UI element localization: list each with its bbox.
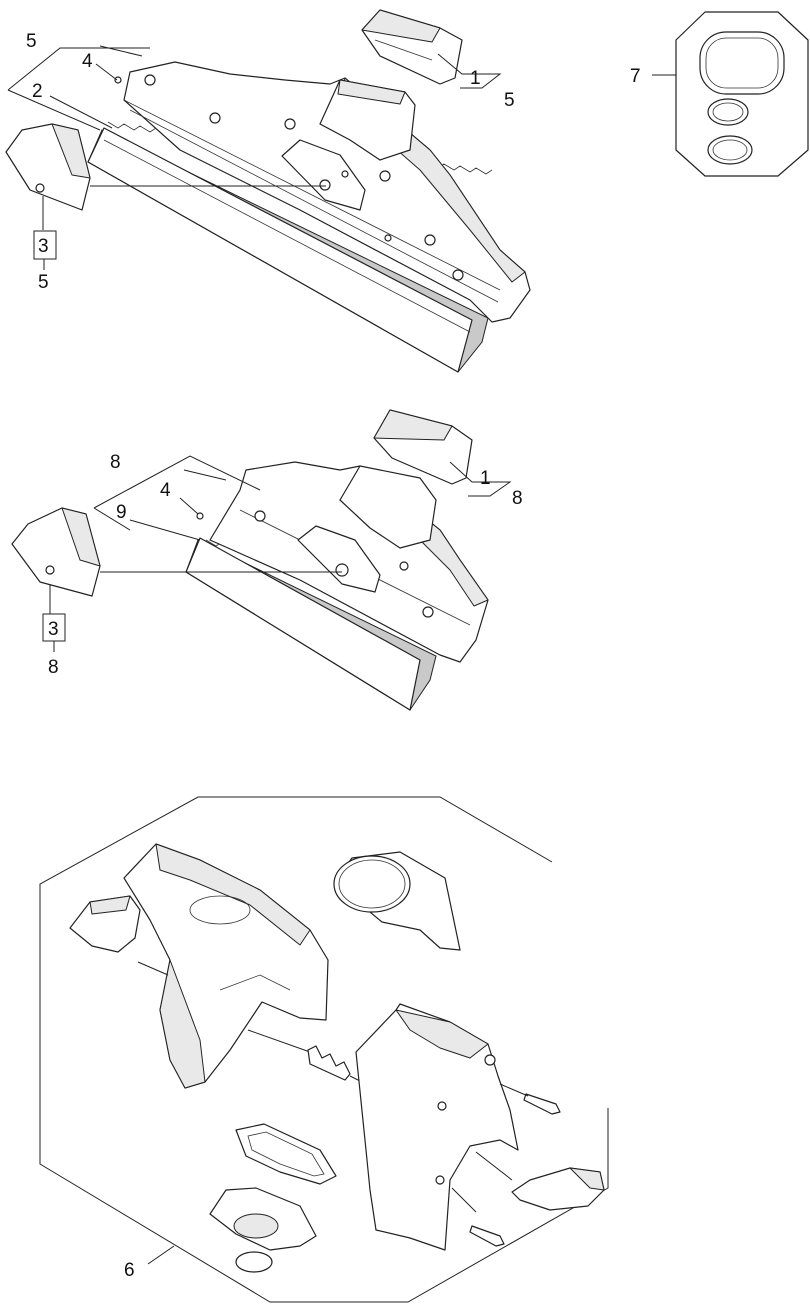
callout-7: 7 <box>630 66 641 87</box>
callout-8-mid-left: 8 <box>110 452 121 473</box>
callout-5-top-right: 5 <box>504 90 515 111</box>
callout-3-mid: 3 <box>48 619 59 640</box>
seal-kit <box>652 11 809 177</box>
handle-housing-kit <box>39 796 609 1303</box>
callout-4-top: 4 <box>82 51 93 72</box>
callout-8-mid-right: 8 <box>512 488 523 509</box>
screw-upper <box>523 1093 561 1115</box>
nozzle-assembly-upper <box>5 9 531 373</box>
callout-5-top-bottom: 5 <box>38 272 49 293</box>
callout-5-top-left: 5 <box>26 31 37 52</box>
callout-3-top: 3 <box>38 236 49 257</box>
screw-lower <box>469 1225 505 1247</box>
kit-6-outline <box>39 796 609 1303</box>
callout-1-top: 1 <box>470 68 481 89</box>
oval-seal <box>699 31 785 95</box>
nozzle-assembly-middle <box>11 409 512 711</box>
gasket <box>235 1123 337 1185</box>
o-ring-large <box>707 135 753 165</box>
callout-9-mid: 9 <box>116 502 127 523</box>
callout-8-mid-bottom: 8 <box>48 657 59 678</box>
callout-6: 6 <box>124 1260 135 1281</box>
handle-half-right <box>355 1003 519 1251</box>
callout-1-mid: 1 <box>480 468 491 489</box>
callout-2-top: 2 <box>32 81 43 102</box>
spring <box>247 1029 363 1083</box>
callout-4-mid: 4 <box>160 480 171 501</box>
neck-connector-mid <box>339 465 437 549</box>
